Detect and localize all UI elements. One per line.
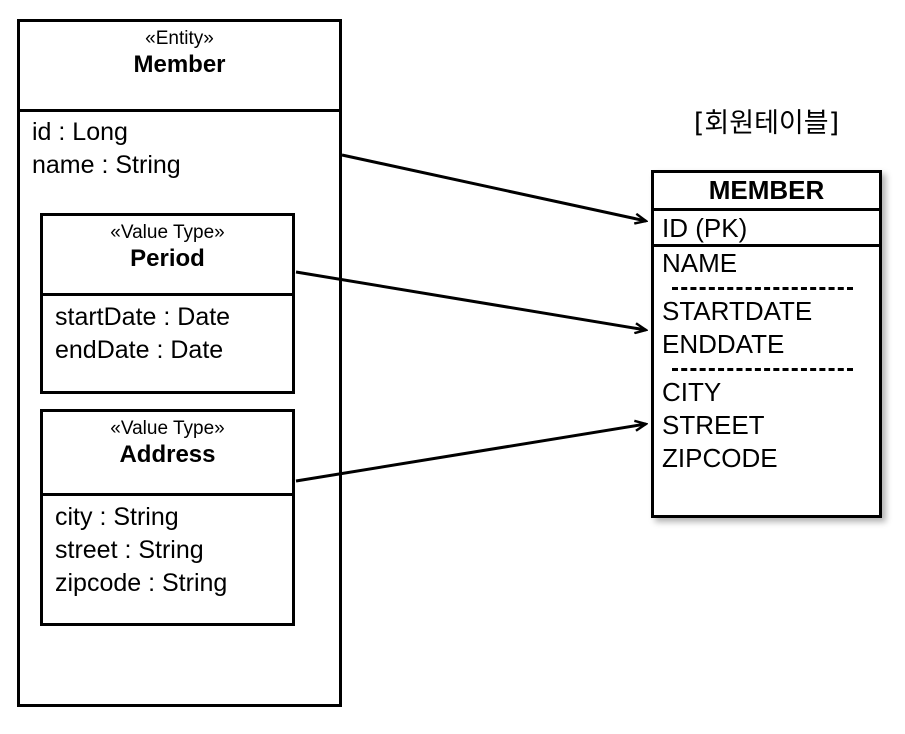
mapping-arrow-address-to-city [295,424,646,483]
attribute-list-period: startDate : Date endDate : Date [43,296,292,367]
stereotype-label-period: «Value Type» [110,222,225,243]
attribute-item: id : Long [32,118,128,146]
column-group-separator [662,280,879,295]
mapping-arrow-member-to-id [341,153,646,221]
db-column: ENDDATE [662,329,785,359]
class-box-period[interactable]: «Value Type» Period startDate : Date end… [40,213,295,394]
class-box-address[interactable]: «Value Type» Address city : String stree… [40,409,295,626]
db-column: NAME [662,248,738,278]
stereotype-label-address: «Value Type» [110,418,225,439]
attribute-list-member: id : Long name : String [20,112,339,182]
class-header-member: «Entity» Member [20,22,339,112]
class-header-period: «Value Type» Period [43,216,292,296]
attribute-list-address: city : String street : String zipcode : … [43,496,292,600]
class-header-address: «Value Type» Address [43,412,292,496]
db-column: STARTDATE [662,296,813,326]
db-column: ZIPCODE [662,443,778,473]
db-column: CITY [662,377,722,407]
db-table-name: MEMBER [654,173,879,211]
mapping-arrow-period-to-startdate [295,270,646,330]
class-name-member: Member [133,51,226,78]
attribute-item: endDate : Date [55,336,224,364]
table-caption: [회원테이블] [693,108,840,139]
db-column: STREET [662,410,765,440]
stereotype-label-member: «Entity» [145,28,214,49]
db-table-member[interactable]: MEMBER ID (PK) NAME STARTDATE ENDDATE CI… [651,170,882,518]
column-group-separator [662,361,879,376]
attribute-item: city : String [55,503,179,531]
class-name-address: Address [119,441,216,468]
attribute-item: street : String [55,536,204,564]
db-column-primary-key: ID (PK) [654,211,879,247]
class-name-period: Period [130,245,205,272]
db-column-list: NAME STARTDATE ENDDATE CITY STREET ZIPCO… [654,247,879,475]
attribute-item: name : String [32,151,181,179]
attribute-item: zipcode : String [55,569,228,597]
attribute-item: startDate : Date [55,303,231,331]
